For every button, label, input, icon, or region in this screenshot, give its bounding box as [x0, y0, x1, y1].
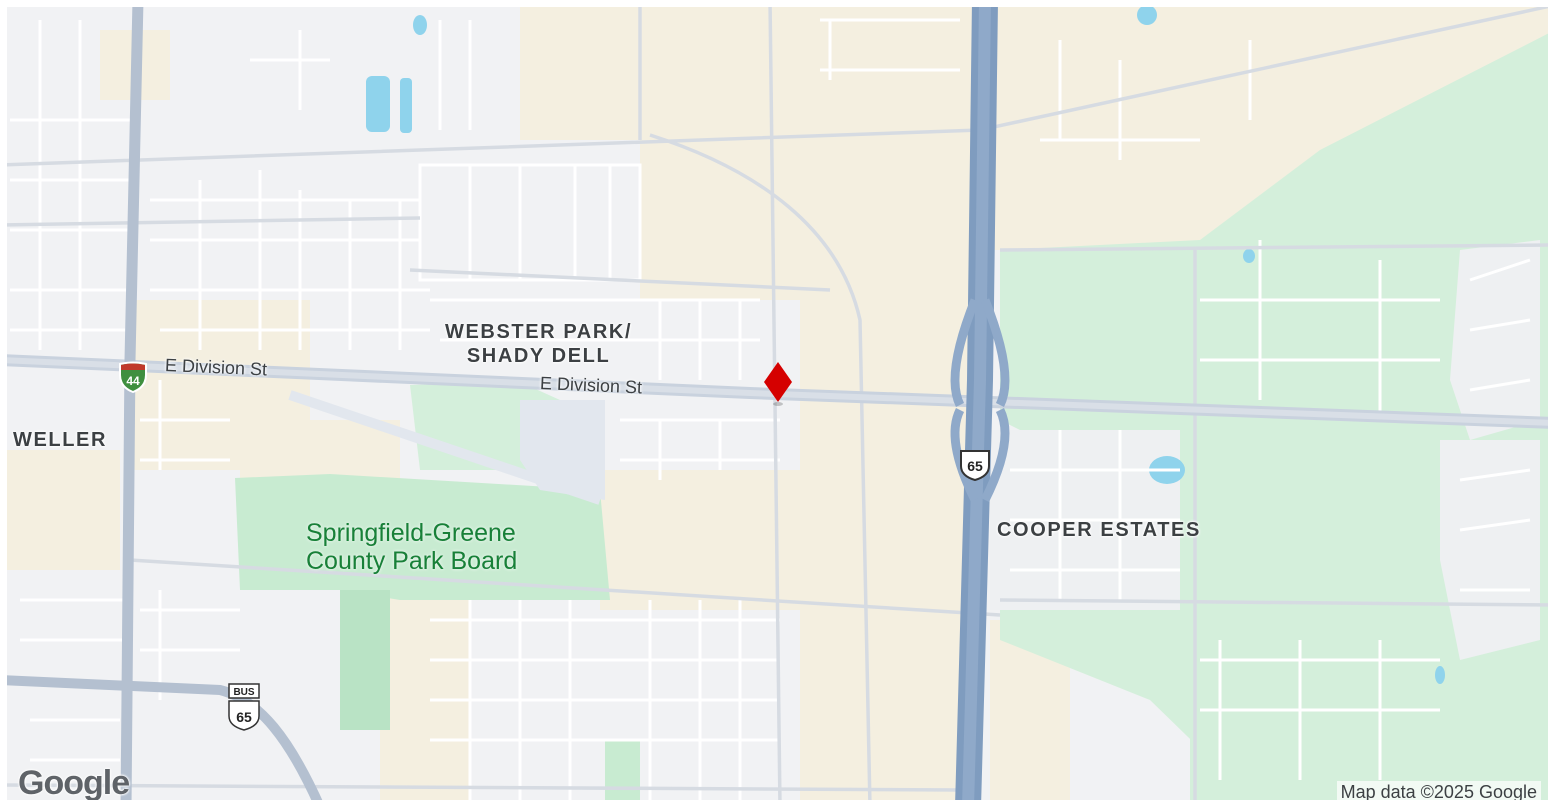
us-65-shield: 65: [958, 448, 992, 487]
bus-65-shield: BUS 65: [226, 682, 262, 739]
interstate-44-number: 44: [126, 374, 140, 388]
park-label-park-board: Springfield-Greene County Park Board: [306, 519, 517, 575]
neighborhood-weller: WELLER: [13, 429, 108, 451]
glenstone-road: [120, 0, 144, 807]
bus-65-label: BUS: [233, 687, 254, 698]
interstate-shield-icon: 44: [119, 361, 147, 394]
us-65-number: 65: [967, 458, 983, 474]
water-bodies: [366, 5, 1445, 684]
map-pin-icon: [764, 362, 792, 406]
minor-streets: [10, 18, 1531, 807]
map-attribution[interactable]: Map data ©2025 Google: [1336, 781, 1541, 804]
park-label-line1: Springfield-Greene: [306, 519, 516, 547]
southern-road: [0, 675, 325, 807]
park-label-line2: County Park Board: [306, 547, 518, 575]
location-marker[interactable]: [762, 360, 794, 411]
us-route-shield-icon: 65: [960, 450, 990, 482]
interstate-44-shield: 44: [118, 361, 148, 398]
neighborhood-webster-park-line1: WEBSTER PARK/: [445, 321, 633, 343]
neighborhood-cooper-estates: COOPER ESTATES: [997, 519, 1201, 541]
google-logo[interactable]: Google: [18, 764, 130, 802]
neighborhood-webster-park-line2: SHADY DELL: [466, 345, 611, 367]
neighborhood-webster-park: WEBSTER PARK/ SHADY DELL: [445, 320, 632, 368]
bus-65-number: 65: [236, 709, 252, 725]
us-65-highway: [950, 0, 1010, 807]
street-label-division-center: E Division St: [539, 373, 643, 398]
business-route-shield-icon: BUS 65: [228, 683, 260, 731]
street-label-division-west: E Division St: [164, 355, 268, 380]
